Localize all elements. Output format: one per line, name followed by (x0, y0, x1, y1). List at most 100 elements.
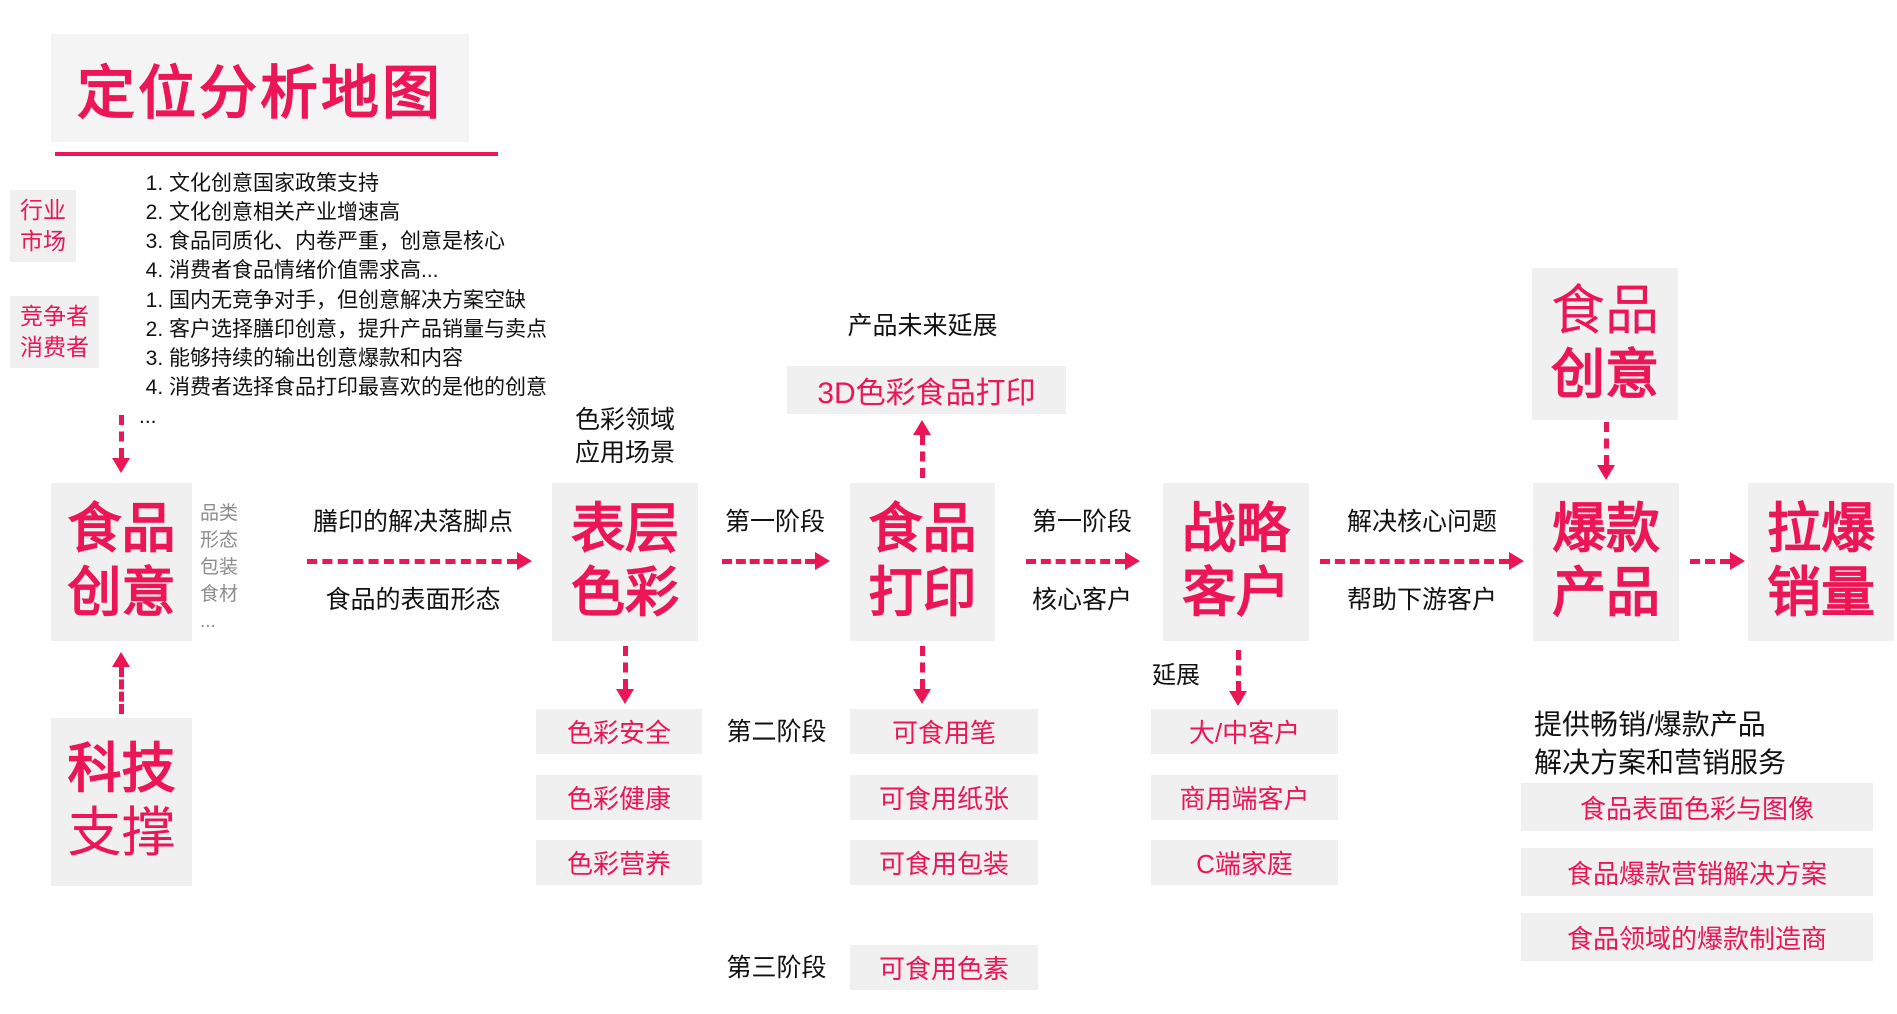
printing-item: 可食用纸张 (850, 775, 1038, 820)
arrow-line (722, 558, 815, 564)
node-food-printing-line1: 食品 (868, 499, 977, 560)
title-underline (55, 152, 498, 156)
arrow-head-right-icon (1509, 552, 1524, 570)
arrow-line (622, 646, 628, 689)
node-food-creative-line2: 创意 (67, 563, 176, 623)
industry-market-item: 消费者食品情绪价值需求高... (169, 257, 753, 286)
arrow-head-down-icon (112, 458, 130, 473)
arrow-food-printing-down (912, 646, 932, 704)
surface-color-item: 色彩安全 (536, 709, 702, 754)
arrow1-top-label: 膳印的解决落脚点 (312, 508, 513, 536)
hit-product-item: 食品表面色彩与图像 (1521, 783, 1873, 831)
hit-product-item: 食品爆款营销解决方案 (1521, 848, 1873, 896)
node-surface-color-line1: 表层 (571, 499, 679, 560)
surface-color-context-line2: 应用场景 (574, 439, 675, 467)
arrow-food-printing-to-3d (912, 420, 932, 478)
industry-market-list: 文化创意国家政策支持 文化创意相关产业增速高 食品同质化、内卷严重，创意是核心 … (133, 170, 753, 286)
industry-market-label: 行业 市场 (10, 190, 76, 263)
competitors-consumers-label-line2: 消费者 (20, 334, 89, 361)
arrow-head-right-icon (815, 552, 830, 570)
arrow3-bottom-label: 核心客户 (1031, 586, 1132, 614)
node-tech-support-line2: 支撑 (67, 803, 176, 863)
arrow-strategic-customer-down (1228, 650, 1248, 706)
arrow-head-up-icon (913, 420, 931, 435)
industry-market-label-line2: 市场 (20, 228, 66, 255)
node-food-creative-top-line2: 创意 (1551, 345, 1659, 405)
hit-product-description-line1: 提供畅销/爆款产品 (1534, 709, 1766, 740)
arrow-head-down-icon (616, 689, 634, 704)
competitors-consumers-label-line1: 竞争者 (20, 303, 89, 329)
node-food-printing: 食品 打印 (850, 483, 995, 641)
customer-item: C端家庭 (1151, 840, 1338, 885)
arrow-tech-support-to-food-creative (111, 652, 131, 714)
competitors-consumers-more: ... (139, 404, 157, 428)
arrow3-top-label: 第一阶段 (1031, 508, 1132, 536)
arrow-head-down-icon (1597, 465, 1615, 480)
competitors-consumers-item: 客户选择膳印创意，提升产品销量与卖点 (169, 316, 753, 345)
arrow-food-creative-to-surface-color (307, 551, 532, 571)
node-food-creative: 食品 创意 (51, 483, 192, 641)
arrow-head-right-icon (1125, 552, 1140, 570)
arrow-line (919, 435, 925, 478)
arrow-head-right-icon (517, 552, 532, 570)
industry-market-label-line1: 行业 (20, 197, 66, 223)
food-creative-tag: 形态 (200, 529, 239, 551)
hit-product-description: 提供畅销/爆款产品 解决方案和营销服务 (1534, 706, 1786, 782)
node-surface-color: 表层 色彩 (552, 483, 698, 641)
industry-market-item: 食品同质化、内卷严重，创意是核心 (169, 228, 753, 257)
arrow-head-right-icon (1730, 552, 1745, 570)
arrow-line (118, 667, 124, 714)
node-tech-support: 科技 支撑 (51, 718, 192, 886)
stage2-label: 第二阶段 (726, 718, 827, 746)
node-hit-product-line2: 产品 (1552, 563, 1660, 623)
node-strategic-customer-line2: 客户 (1182, 563, 1290, 623)
arrow-line (1235, 650, 1241, 691)
arrow-line (1026, 558, 1125, 564)
arrow-strategic-customer-to-hit-product (1320, 551, 1524, 571)
arrow-surface-color-down (615, 646, 635, 704)
future-3d-printing-box: 3D色彩食品打印 (787, 366, 1066, 414)
node-food-printing-line2: 打印 (868, 563, 977, 623)
arrow4-bottom-label: 帮助下游客户 (1346, 586, 1497, 614)
node-boost-sales: 拉爆 销量 (1748, 483, 1894, 641)
arrow-line (919, 646, 925, 689)
arrow-lists-to-food-creative (111, 415, 131, 473)
surface-color-item: 色彩健康 (536, 775, 702, 820)
industry-market-item: 文化创意国家政策支持 (169, 170, 753, 199)
arrow-line (307, 558, 517, 564)
node-hit-product: 爆款 产品 (1533, 483, 1679, 641)
arrow-food-creative-top-to-hit-product (1596, 422, 1616, 480)
node-boost-sales-line1: 拉爆 (1767, 499, 1875, 560)
future-extension-label: 产品未来延展 (847, 312, 998, 340)
hit-product-description-line2: 解决方案和营销服务 (1534, 747, 1787, 778)
node-hit-product-line1: 爆款 (1552, 499, 1660, 560)
competitors-consumers-list: 国内无竞争对手，但创意解决方案空缺 客户选择膳印创意，提升产品销量与卖点 能够持… (133, 287, 753, 430)
printing-item: 可食用笔 (850, 709, 1038, 754)
node-food-creative-top: 食品 创意 (1532, 268, 1678, 420)
page-title: 定位分析地图 (51, 34, 470, 142)
hit-product-item: 食品领域的爆款制造商 (1521, 913, 1873, 961)
competitors-consumers-item: 能够持续的输出创意爆款和内容 (169, 345, 753, 374)
stage3-label: 第三阶段 (726, 954, 827, 982)
arrow4-top-label: 解决核心问题 (1346, 508, 1497, 536)
food-creative-tag: 品类 (200, 503, 239, 524)
arrow-hit-product-to-boost-sales (1690, 551, 1745, 571)
node-boost-sales-line2: 销量 (1767, 563, 1875, 623)
arrow-head-up-icon (112, 652, 130, 667)
node-surface-color-line2: 色彩 (571, 563, 679, 623)
arrow-surface-color-to-food-printing (722, 551, 830, 571)
extend-label: 延展 (1152, 662, 1200, 689)
node-strategic-customer: 战略 客户 (1163, 483, 1309, 641)
competitors-consumers-label: 竞争者 消费者 (10, 296, 99, 369)
node-food-creative-line1: 食品 (67, 499, 176, 560)
arrow-line (118, 415, 124, 458)
surface-color-context: 色彩领域 应用场景 (537, 404, 713, 470)
food-creative-tags: 品类 形态 包装 食材 ... (200, 501, 238, 636)
food-creative-tag: 包装 (200, 556, 239, 578)
arrow2-top-label: 第一阶段 (724, 508, 825, 536)
surface-color-context-line1: 色彩领域 (574, 406, 675, 434)
competitors-consumers-item: 国内无竞争对手，但创意解决方案空缺 (169, 287, 753, 316)
arrow-line (1320, 558, 1509, 564)
arrow-line (1690, 558, 1730, 564)
